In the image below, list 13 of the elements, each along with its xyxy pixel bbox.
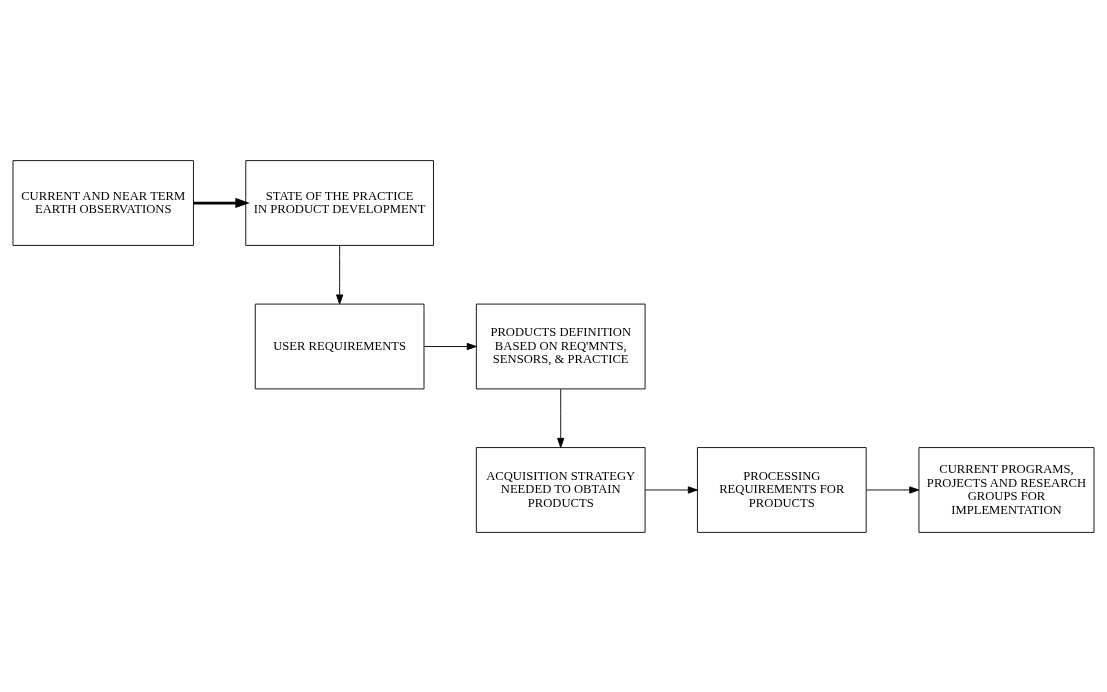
node-box: ACQUISITION STRATEGY NEEDED TO OBTAIN PRODUCTS: [475, 446, 646, 533]
node-box: CURRENT AND NEAR TERM EARTH OBSERVATIONS: [12, 159, 194, 246]
node-box: USER REQUIREMENTS: [254, 303, 425, 389]
node-box: PROCESSING REQUIREMENTS FOR PRODUCTS: [696, 446, 867, 533]
arrow: [423, 342, 477, 350]
arrow: [866, 485, 920, 494]
node-box: CURRENT PROGRAMS, PROJECTS AND RESEARCH GROUPS FOR IMPLEMENTATION: [918, 446, 1095, 533]
arrow: [336, 244, 344, 304]
arrow: [193, 197, 250, 208]
node-box: PRODUCTS DEFINITION BASED ON REQ'MNTS, SENSORS, & PRACTICE: [475, 303, 646, 389]
arrow: [644, 485, 698, 494]
node-box: STATE OF THE PRACTICE IN PRODUCT DEVELOPMENT: [245, 159, 434, 246]
arrow: [557, 388, 565, 448]
